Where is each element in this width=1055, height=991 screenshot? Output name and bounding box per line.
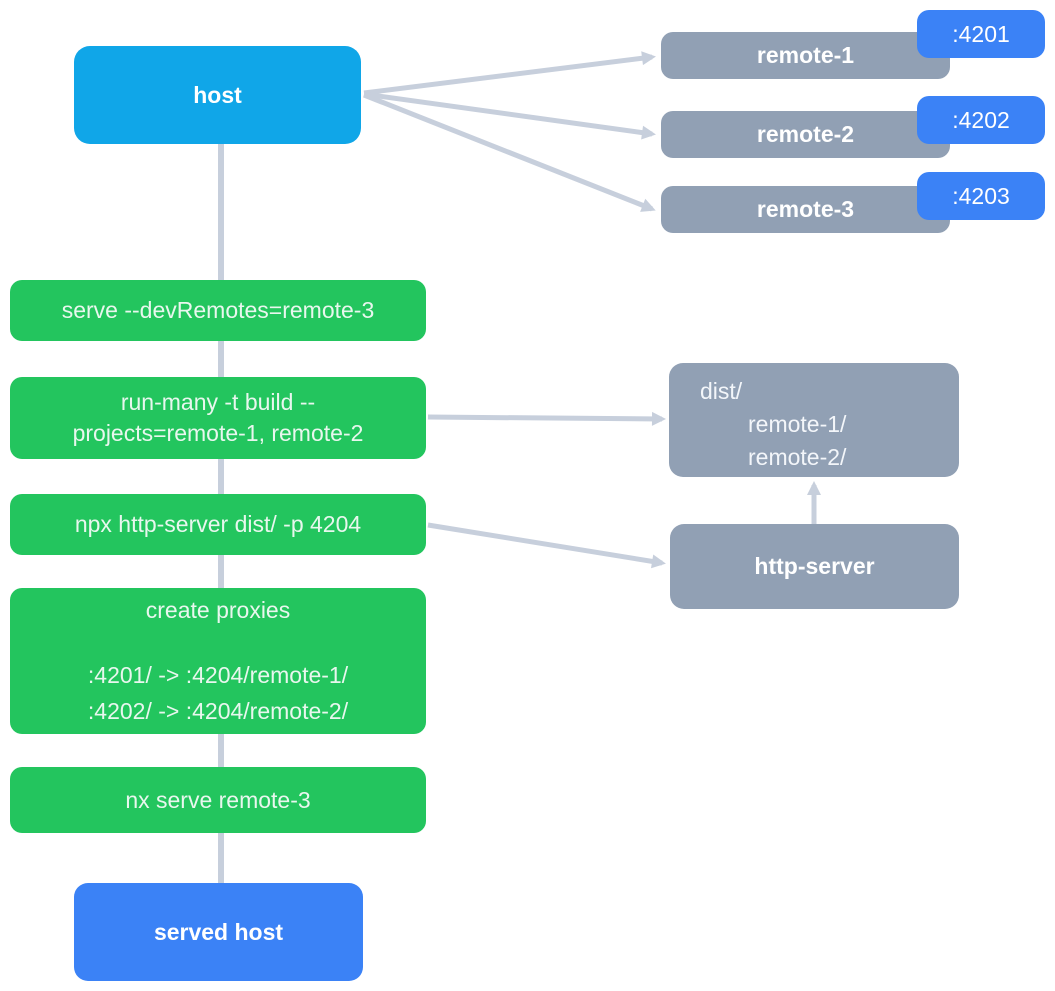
step-nx-serve-remote-3: nx serve remote-3 xyxy=(10,767,426,833)
step-serve-devremotes: serve --devRemotes=remote-3 xyxy=(10,280,426,341)
step-create-proxies-rule-1: :4201/ -> :4204/remote-1/ xyxy=(87,661,349,688)
remote-1-port-badge: :4201 xyxy=(917,10,1045,58)
served-host-node: served host xyxy=(74,883,363,981)
remote-2-port: :4202 xyxy=(952,106,1010,133)
step-run-many-build: run-many -t build -- projects=remote-1, … xyxy=(10,377,426,459)
arrow-host-to-remote-1 xyxy=(363,51,656,96)
remote-2-port-badge: :4202 xyxy=(917,96,1045,144)
remote-2-node: remote-2 xyxy=(661,111,950,158)
dist-folder-remote-2: remote-2/ xyxy=(748,444,847,470)
remote-3-label: remote-3 xyxy=(756,196,855,222)
remote-3-node: remote-3 xyxy=(661,186,950,233)
remote-1-label: remote-1 xyxy=(756,42,855,68)
arrow-httpserver-cmd-to-httpserver xyxy=(427,522,666,569)
dist-folder-remote-1: remote-1/ xyxy=(748,411,847,437)
arrow-host-to-remote-2 xyxy=(363,91,656,140)
host-label: host xyxy=(193,81,242,108)
dist-folder-root: dist/ xyxy=(700,378,743,404)
http-server-node: http-server xyxy=(670,524,959,609)
step-serve-devremotes-label: serve --devRemotes=remote-3 xyxy=(61,297,375,323)
arrow-build-to-dist xyxy=(427,411,666,426)
remote-3-port: :4203 xyxy=(952,182,1010,209)
step-run-many-line-1: run-many -t build -- xyxy=(120,389,316,415)
host-node: host xyxy=(74,46,361,144)
http-server-label: http-server xyxy=(754,553,875,579)
remote-3-port-badge: :4203 xyxy=(917,172,1045,220)
remote-1-port: :4201 xyxy=(952,20,1010,47)
step-create-proxies-rule-2: :4202/ -> :4204/remote-2/ xyxy=(87,697,349,724)
remote-1-node: remote-1 xyxy=(661,32,950,79)
served-host-label: served host xyxy=(153,918,284,945)
step-run-many-line-2: projects=remote-1, remote-2 xyxy=(72,420,364,446)
step-create-proxies-title: create proxies xyxy=(145,596,291,623)
arrow-host-to-remote-3 xyxy=(363,92,656,212)
step-create-proxies: create proxies :4201/ -> :4204/remote-1/… xyxy=(10,588,426,734)
step-npx-http-server: npx http-server dist/ -p 4204 xyxy=(10,494,426,555)
step-nx-serve-remote-3-label: nx serve remote-3 xyxy=(125,786,311,813)
dist-folder-node: dist/ remote-1/ remote-2/ xyxy=(669,363,959,477)
remote-2-label: remote-2 xyxy=(756,121,855,147)
step-npx-http-server-label: npx http-server dist/ -p 4204 xyxy=(74,511,362,537)
